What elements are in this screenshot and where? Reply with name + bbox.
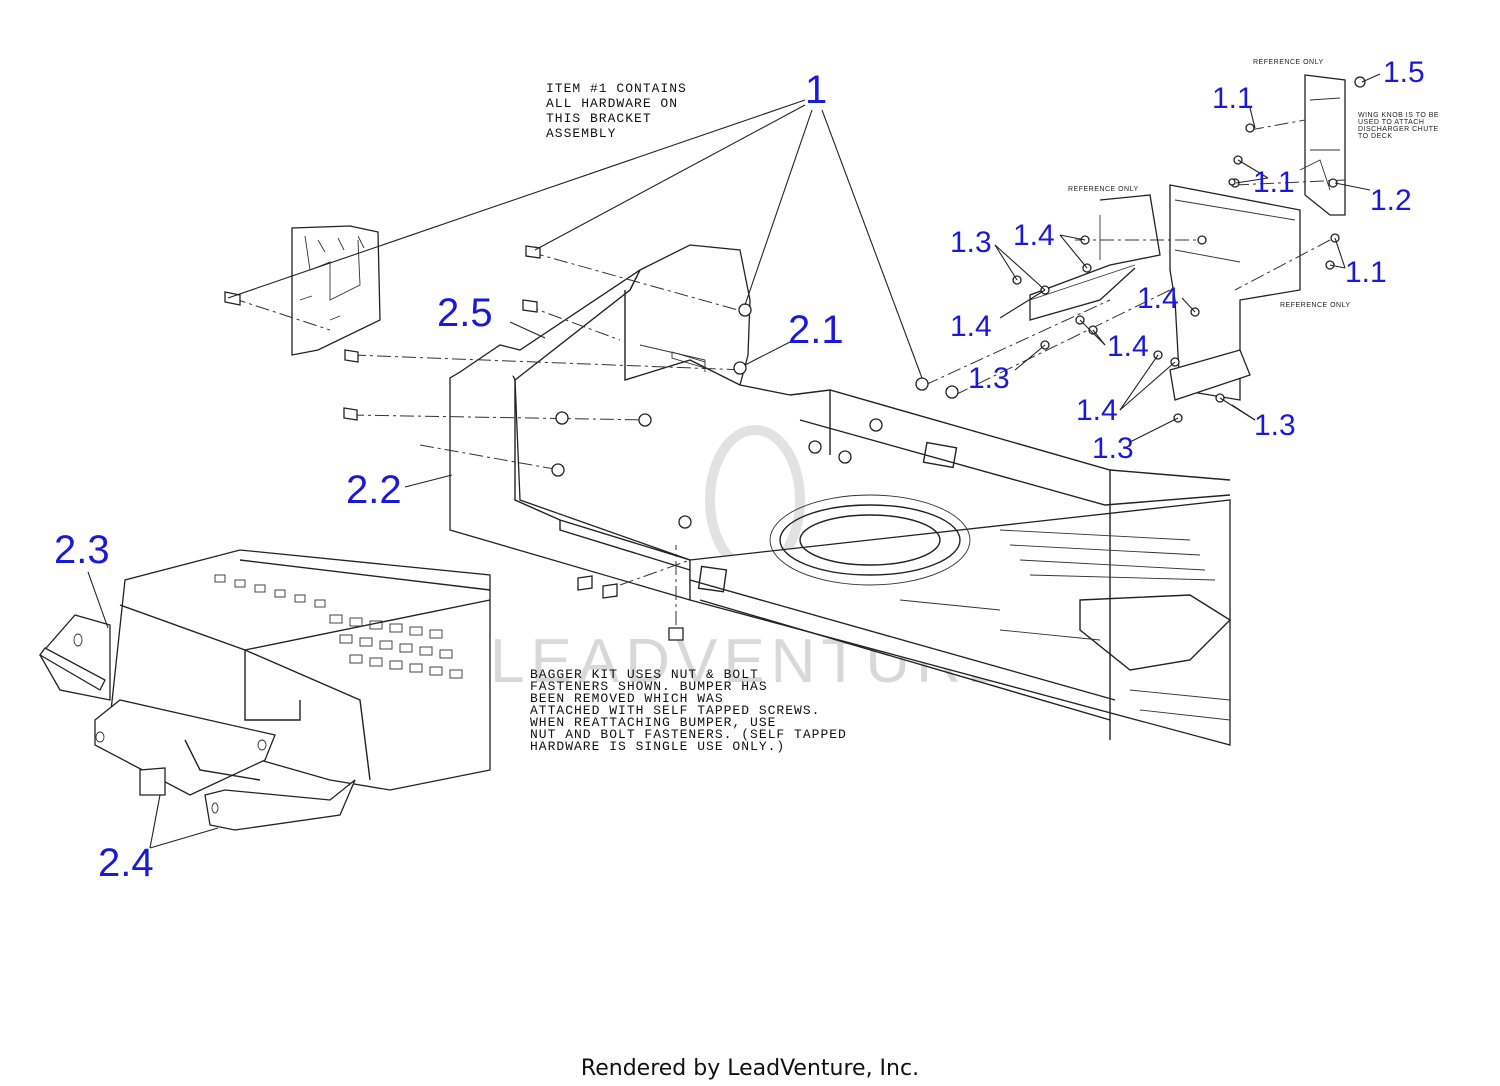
note-bagger-line3: BEEN REMOVED WHICH WAS	[530, 691, 724, 706]
footer-credit: Rendered by LeadVenture, Inc.	[581, 1056, 919, 1081]
platform-inset	[39, 549, 491, 831]
note-bagger-line5: WHEN REATTACHING BUMPER, USE	[530, 715, 776, 730]
callout-2-5[interactable]: 2.5	[437, 291, 493, 335]
note-bagger-line7: HARDWARE IS SINGLE USE ONLY.)	[530, 739, 785, 754]
note-wing-line2: USED TO ATTACH	[1358, 119, 1424, 126]
note-bagger: BAGGER KIT USES NUT & BOLT FASTENERS SHO…	[530, 667, 856, 754]
callout-1-2[interactable]: 1.2	[1370, 184, 1412, 217]
discharge-bracket-right	[1029, 74, 1346, 401]
callout-2-3[interactable]: 2.3	[54, 528, 110, 572]
note-bagger-line2: FASTENERS SHOWN. BUMPER HAS	[530, 679, 768, 694]
note-bagger-line1: BAGGER KIT USES NUT & BOLT	[530, 667, 759, 682]
callout-1-3-mid[interactable]: 1.3	[968, 362, 1010, 395]
callout-2-2[interactable]: 2.2	[346, 468, 402, 512]
note-bagger-line6: NUT AND BOLT FASTENERS. (SELF TAPPED	[530, 727, 847, 742]
callout-1-1-right[interactable]: 1.1	[1345, 256, 1387, 289]
callout-1-4-center[interactable]: 1.4	[1107, 330, 1149, 363]
callout-1-4-low[interactable]: 1.4	[1076, 394, 1118, 427]
mower-frame	[689, 389, 1232, 746]
callout-1-3-left[interactable]: 1.3	[950, 226, 992, 259]
note-reference-right: REFERENCE ONLY	[1280, 302, 1351, 309]
note-wing-line1: WING KNOB IS TO BE	[1358, 112, 1439, 119]
callout-1-4-top[interactable]: 1.4	[1013, 219, 1055, 252]
callout-2-4[interactable]: 2.4	[98, 841, 154, 885]
note-wing-knob: WING KNOB IS TO BE USED TO ATTACH DISCHA…	[1358, 112, 1442, 140]
note-reference-mid: REFERENCE ONLY	[1068, 186, 1139, 193]
note-reference-top: REFERENCE ONLY	[1253, 59, 1324, 66]
leader-lines	[87, 73, 1381, 849]
callout-1-5[interactable]: 1.5	[1383, 56, 1425, 89]
note-item1-line4: ASSEMBLY	[546, 126, 616, 141]
note-item1: ITEM #1 CONTAINS ALL HARDWARE ON THIS BR…	[546, 81, 696, 141]
callout-1-1-mid[interactable]: 1.1	[1253, 166, 1295, 199]
callout-1-3-low[interactable]: 1.3	[1092, 432, 1134, 465]
callout-1-1-top[interactable]: 1.1	[1212, 82, 1254, 115]
note-bagger-line4: ATTACHED WITH SELF TAPPED SCREWS.	[530, 703, 820, 718]
chute-bracket-left	[291, 225, 381, 356]
callout-1[interactable]: 1	[805, 68, 827, 112]
note-wing-line4: TO DECK	[1358, 133, 1393, 140]
callout-1-4-right[interactable]: 1.4	[1137, 282, 1179, 315]
callout-1-3-right[interactable]: 1.3	[1254, 409, 1296, 442]
note-item1-line2: ALL HARDWARE ON	[546, 96, 678, 111]
note-item1-line1: ITEM #1 CONTAINS	[546, 81, 687, 96]
note-wing-line3: DISCHARGER CHUTE	[1358, 126, 1439, 133]
callout-2-1[interactable]: 2.1	[788, 308, 844, 352]
platform-grate	[214, 574, 463, 679]
note-item1-line3: THIS BRACKET	[546, 111, 652, 126]
assembly-lines	[231, 119, 1346, 625]
callout-1-4-left[interactable]: 1.4	[950, 310, 992, 343]
bagger-bracket-main	[449, 244, 791, 601]
